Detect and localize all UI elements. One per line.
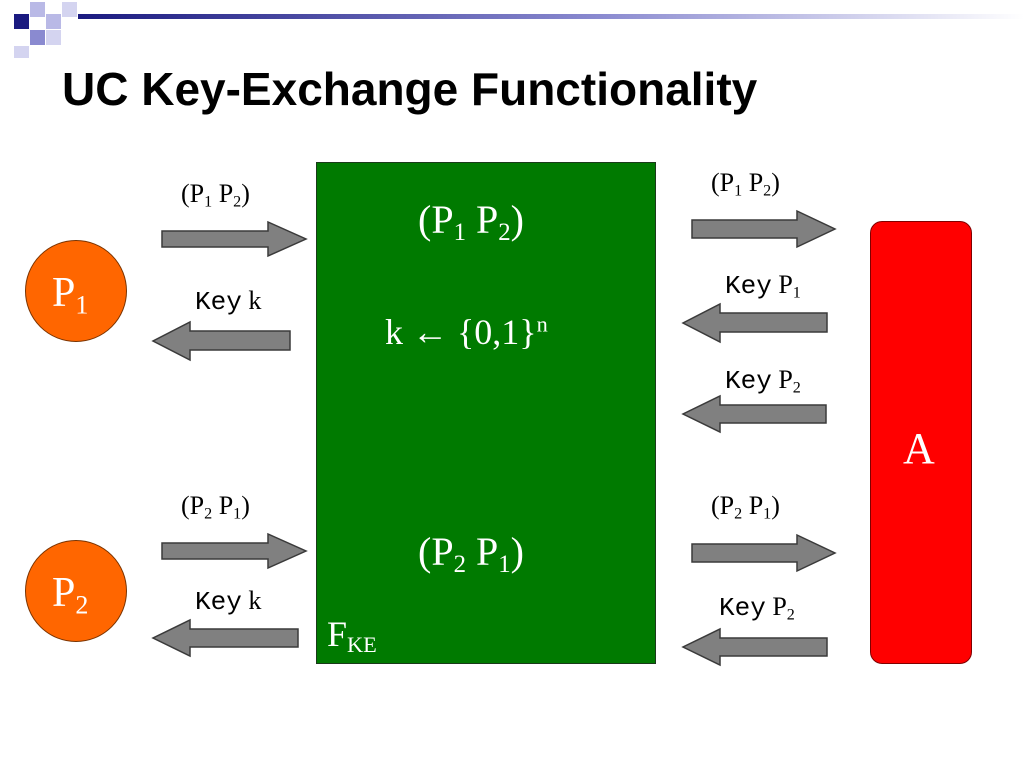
arrow-left-f-to-p1 [151,320,291,362]
msg-a-key-p1: Key P1 [725,270,801,302]
party2-circle [25,540,127,642]
msg-p2-input: (P2 P1) [181,491,250,523]
functionality-name: FKE [327,614,377,658]
arrow-right-p1-to-f [161,220,308,258]
functionality-input-p2p1: (P2 P1) [418,529,524,578]
msg-p1-input: (P1 P2) [181,179,250,211]
arrow-left-a-to-f-1 [681,302,828,344]
party1-circle [25,240,127,342]
corner-square [46,14,61,29]
arrow-right-f-to-a-1 [691,209,837,249]
corner-square [30,2,45,17]
msg-p2-key: Key k [195,586,262,617]
msg-a-out-p1p2: (P1 P2) [711,168,780,200]
msg-p1-key: Key k [195,286,262,317]
adversary-label: A [903,424,935,473]
msg-a-key-p2: Key P2 [725,365,801,397]
slide-title: UC Key-Exchange Functionality [62,63,758,115]
arrow-left-a-to-f-3 [681,627,828,667]
functionality-box [316,162,656,664]
adversary-box [870,221,972,664]
corner-square [30,30,45,45]
arrow-left-a-to-f-2 [681,394,827,434]
party1-label: P1 [52,270,89,320]
corner-square [14,14,29,29]
msg-a-out-p2p1: (P2 P1) [711,491,780,523]
arrow-left-f-to-p2 [151,618,299,658]
corner-decoration [14,2,1024,58]
corner-square [46,30,61,45]
corner-square [62,2,77,17]
corner-square [14,46,29,58]
arrow-right-f-to-a-2 [691,533,837,573]
functionality-key-sampling: k ← {0,1}n [385,311,548,352]
msg-a-key-p2-bottom: Key P2 [719,592,795,624]
party2-label: P2 [52,570,89,620]
arrow-right-p2-to-f [161,532,308,570]
functionality-input-p1p2: (P1 P2) [418,197,524,246]
header-gradient-bar [78,14,1024,19]
